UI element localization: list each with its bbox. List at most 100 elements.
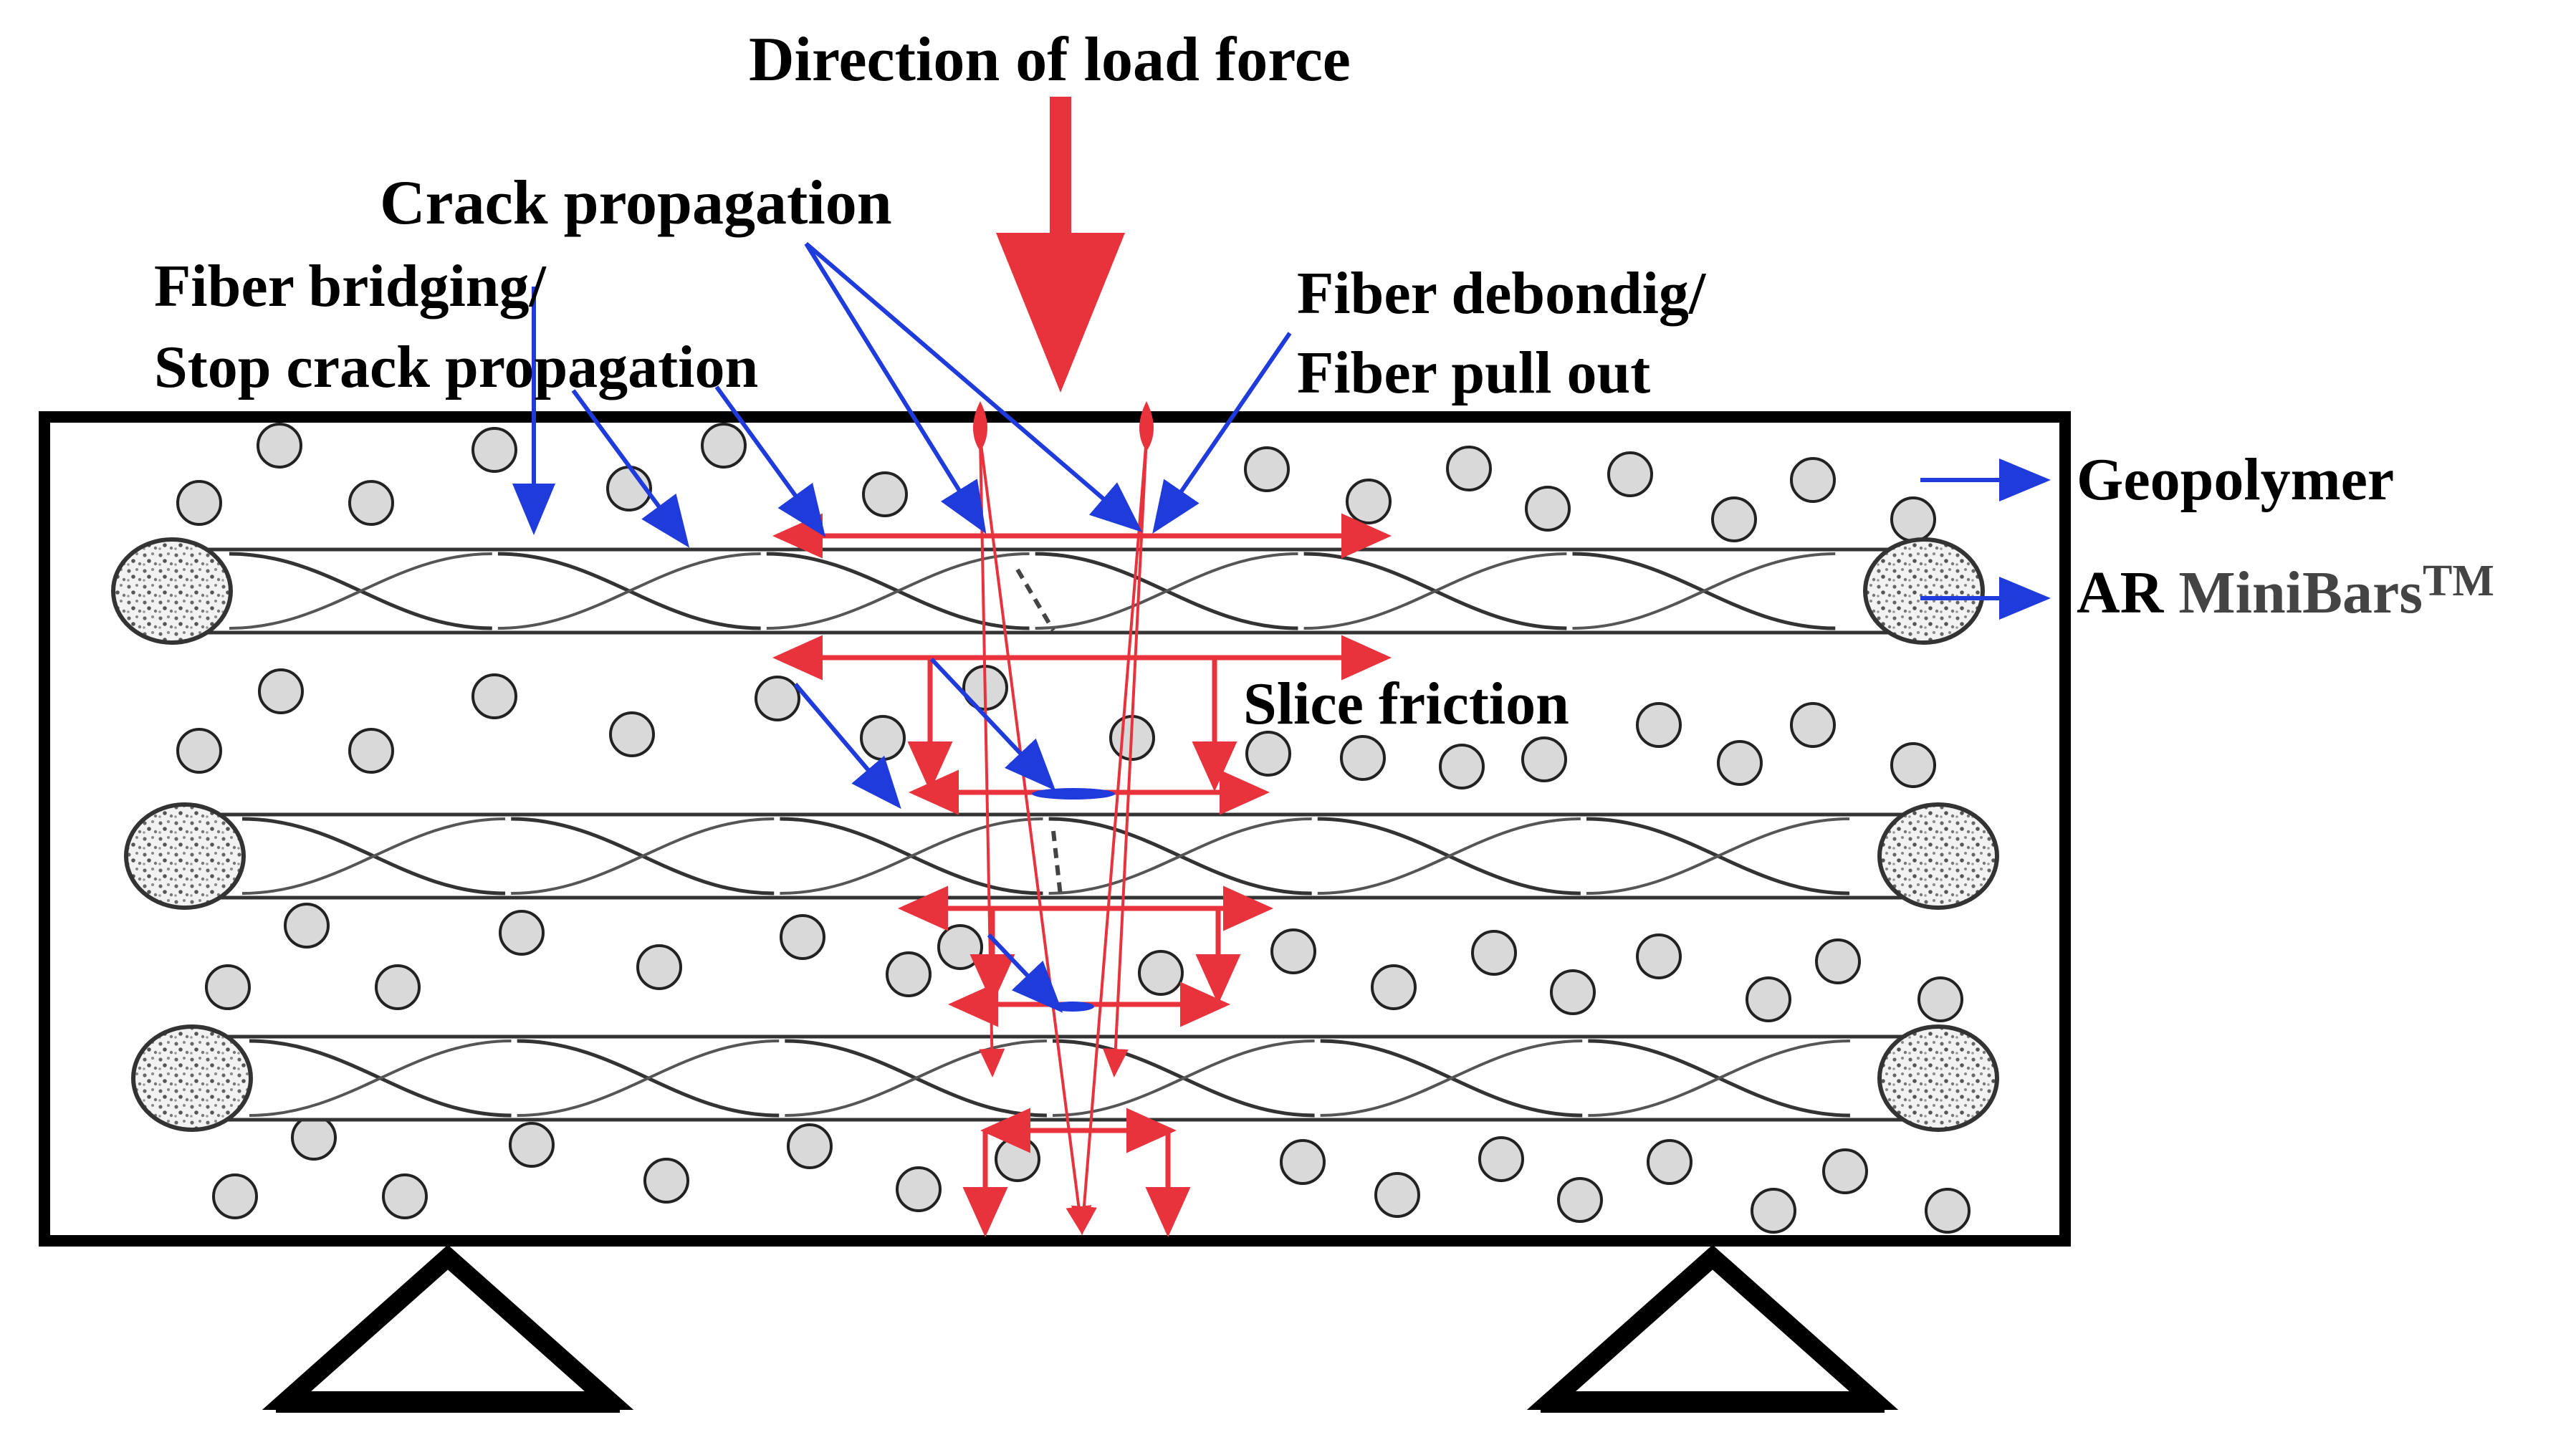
fiber-strand: [229, 552, 492, 630]
aggregate-particle: [1550, 969, 1596, 1015]
fiber-end-cap: [111, 537, 233, 645]
aggregate-particle: [1525, 486, 1571, 532]
pointer-arrow: [804, 242, 987, 534]
crack-ray: [1071, 438, 1148, 1235]
aggregate-particle: [471, 673, 517, 719]
load-direction-label: Direction of load force: [749, 25, 1351, 95]
aggregate-particle: [1346, 479, 1392, 524]
aggregate-particle: [1925, 1188, 1971, 1234]
fiber-strand: [511, 817, 775, 895]
crack-ray: [979, 438, 1092, 1235]
crack-tip: [1139, 401, 1154, 451]
aggregate-particle: [995, 1136, 1040, 1182]
aggregate-particle: [862, 471, 908, 517]
minibar-fiber: [131, 1024, 1999, 1132]
pointer-arrow: [793, 683, 901, 810]
aggregate-particle: [1340, 735, 1386, 781]
aggregate-particle: [1245, 731, 1291, 777]
minibar-fibers: [111, 537, 1999, 1132]
fiber-strand: [785, 1040, 1047, 1117]
support-right: [1526, 1244, 1899, 1413]
aggregate-particle: [1371, 964, 1417, 1010]
fiber-pull-out-label: Fiber pull out: [1297, 340, 1650, 406]
aggregate-particle: [1636, 933, 1682, 979]
aggregate-particle: [1478, 1136, 1524, 1182]
crack-propagation-label: Crack propagation: [380, 168, 892, 238]
aggregate-particle: [1647, 1139, 1692, 1185]
aggregate-particle: [284, 903, 330, 949]
aggregate-particle: [886, 951, 932, 997]
crack-tip: [973, 401, 987, 451]
aggregate-particle: [1790, 457, 1836, 503]
pointer-arrow: [987, 933, 1063, 1013]
aggregate-particle: [348, 480, 394, 526]
fiber-strand: [1586, 817, 1850, 895]
aggregate-particle: [348, 728, 394, 774]
annotation-pointers: [512, 241, 2051, 1013]
minibar-fiber: [124, 802, 1999, 910]
aggregate-particle: [1557, 1177, 1603, 1223]
aggregate-particle: [701, 423, 747, 469]
minibar-fiber: [111, 537, 1985, 645]
fiber-strand: [1320, 1040, 1583, 1117]
aggregate-particle: [1890, 496, 1936, 542]
aggregate-particle: [509, 1122, 555, 1168]
fiber-strand: [497, 552, 761, 630]
aggregate-particle: [1607, 451, 1653, 497]
aggregate-particle: [1717, 740, 1763, 786]
fiber-bridging-label: Fiber bridging/: [154, 253, 547, 320]
fiber-end-cap: [1863, 537, 1985, 645]
aggregate-particle: [937, 924, 983, 970]
aggregate-particle: [499, 910, 545, 956]
fiber-debonding-label: Fiber debondig/: [1297, 260, 1707, 327]
fiber-end-cap: [1877, 802, 1999, 910]
aggregate-particle: [1138, 950, 1184, 996]
aggregate-particle: [212, 1173, 258, 1219]
aggregate-particle: [258, 668, 304, 714]
fiber-strand: [1303, 552, 1567, 630]
aggregate-particle: [1822, 1148, 1868, 1194]
load-arrow: [996, 97, 1125, 393]
aggregate-particle: [755, 676, 800, 721]
aggregate-particle: [780, 914, 825, 960]
fiber-end-cap: [131, 1024, 253, 1132]
fiber-strand: [1572, 552, 1836, 630]
aggregate-particle: [1244, 446, 1290, 492]
aggregate-particle: [636, 944, 682, 990]
pointer-arrow: [1152, 332, 1292, 534]
aggregate-particle: [176, 728, 222, 774]
aggregate-particle: [291, 1115, 337, 1161]
aggregate-particle: [1711, 496, 1757, 542]
debond-zone: [1051, 1002, 1094, 1012]
aggregate-particle: [1751, 1188, 1796, 1234]
aggregate-particle: [1374, 1172, 1420, 1218]
aggregate-particle: [1521, 736, 1567, 782]
fiber-end-cap: [1877, 1024, 1999, 1132]
aggregate-particle: [1746, 976, 1791, 1022]
fiber-strand: [249, 1040, 512, 1117]
fiber-strand: [1317, 817, 1581, 895]
aggregate-particle: [860, 715, 906, 761]
minibars-name: MiniBars: [2178, 560, 2423, 626]
aggregate-particle: [1280, 1139, 1326, 1185]
aggregate-particle: [643, 1158, 689, 1204]
geopolymer-aggregates: [176, 423, 1971, 1234]
aggregate-particle: [1270, 928, 1316, 974]
support-left: [262, 1244, 634, 1413]
slice-friction-arrows: [772, 513, 1392, 1237]
pointer-arrow: [714, 385, 826, 537]
aggregate-particle: [1439, 744, 1485, 789]
aggregate-particle: [375, 964, 421, 1010]
aggregate-particle: [1917, 976, 1963, 1022]
crack-gap: [1051, 830, 1063, 896]
minibars-label: AR MiniBarsTM: [2077, 557, 2494, 626]
fiber-strand: [1588, 1040, 1850, 1117]
crack-gap: [1015, 568, 1055, 632]
minibars-trademark: TM: [2423, 557, 2494, 605]
aggregate-particle: [471, 427, 517, 473]
fiber-strand: [780, 817, 1043, 895]
debond-zone: [1032, 788, 1115, 800]
aggregate-particle: [896, 1166, 942, 1212]
stop-crack-label: Stop crack propagation: [154, 334, 758, 400]
